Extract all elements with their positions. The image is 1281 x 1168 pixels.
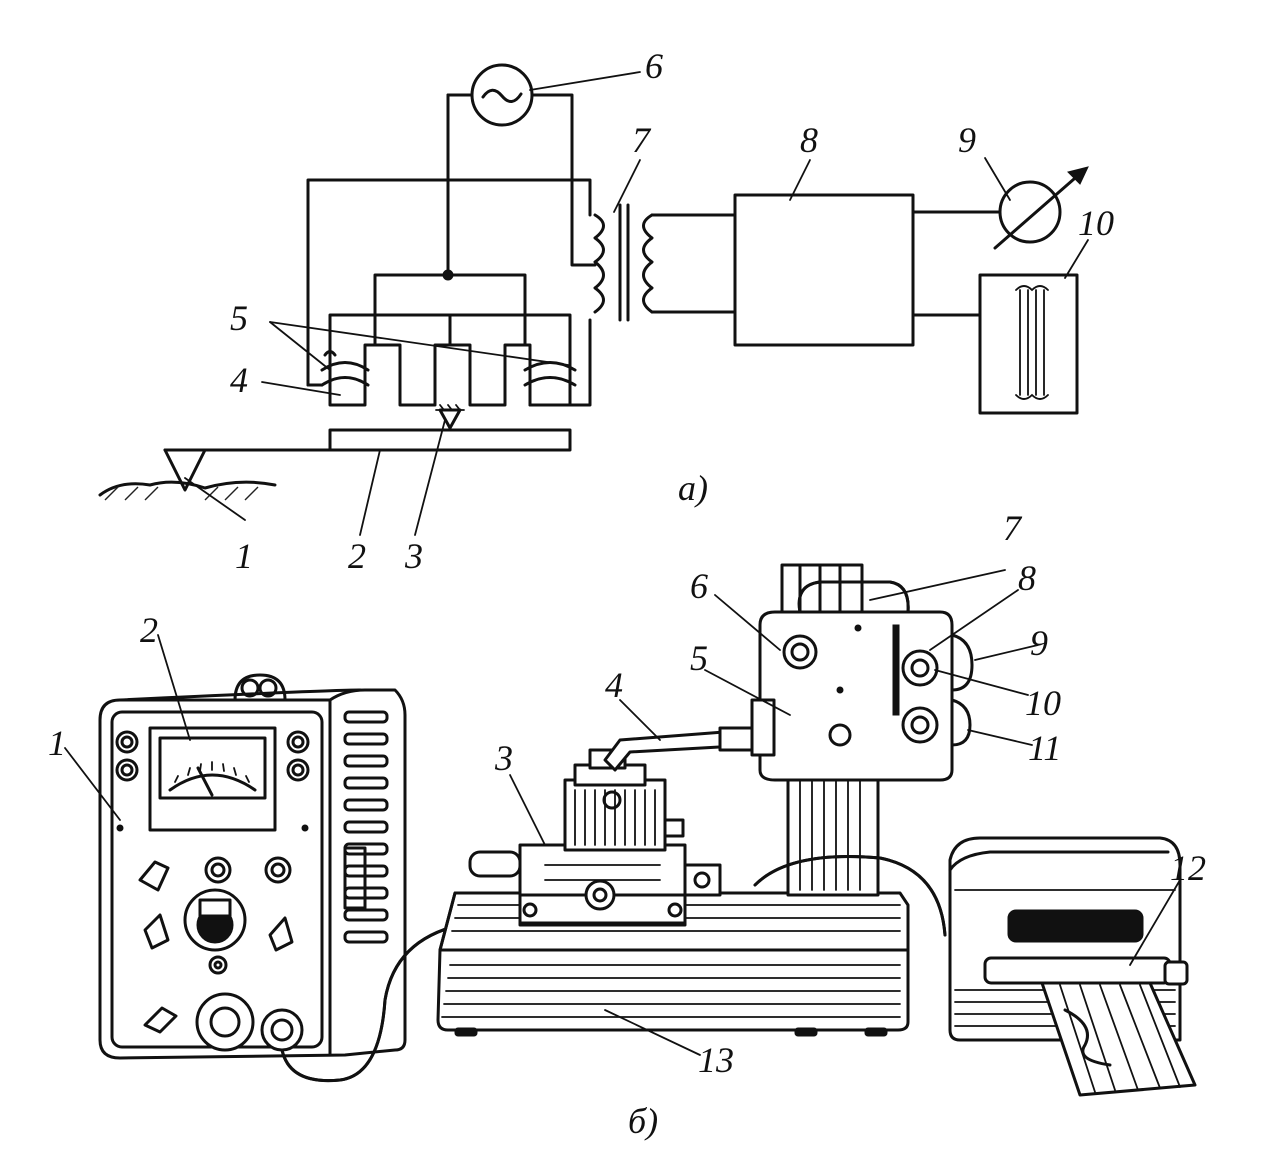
label-b-1: 1 (48, 723, 66, 763)
instrument-b: 1 2 3 4 5 6 7 8 9 10 11 12 13 б) (48, 508, 1206, 1141)
label-b-12: 12 (1170, 848, 1206, 888)
label-b-13: 13 (698, 1040, 734, 1080)
label-a-9: 9 (958, 120, 976, 160)
bridge-wiring (306, 93, 597, 407)
label-a-10: 10 (1078, 203, 1114, 243)
amplifier-block (733, 193, 915, 347)
base-stand (436, 891, 910, 1037)
leaders-b (64, 569, 1181, 1056)
label-a-1: 1 (235, 536, 253, 576)
recorder-block (978, 273, 1079, 415)
label-b-10: 10 (1025, 683, 1061, 723)
ac-generator (470, 63, 534, 127)
caption-b: б) (628, 1101, 658, 1141)
armature-plate (328, 428, 572, 452)
label-b-5: 5 (690, 638, 708, 678)
schematic-a: 6 7 8 9 10 5 4 1 2 3 а) (98, 46, 1114, 576)
caption-a: а) (678, 468, 708, 508)
label-b-6: 6 (690, 566, 708, 606)
label-a-5: 5 (230, 298, 248, 338)
leaders-a (184, 71, 1089, 536)
label-b-8: 8 (1018, 558, 1036, 598)
label-a-2: 2 (348, 536, 366, 576)
label-a-8: 8 (800, 120, 818, 160)
label-b-2: 2 (140, 610, 158, 650)
indicator-meter (993, 166, 1089, 250)
transformer (570, 178, 737, 322)
label-a-7: 7 (632, 120, 652, 160)
column (780, 563, 880, 897)
label-b-9: 9 (1030, 623, 1048, 663)
pivot-support (435, 404, 465, 430)
pickup-head (750, 580, 974, 782)
label-b-7: 7 (1003, 508, 1023, 548)
coil-right (523, 361, 577, 387)
label-a-3: 3 (404, 536, 423, 576)
label-a-6: 6 (645, 46, 663, 86)
measuring-table (468, 748, 722, 927)
label-a-4: 4 (230, 360, 248, 400)
electronic-unit (98, 673, 407, 1060)
label-b-4: 4 (605, 665, 623, 705)
label-b-11: 11 (1028, 728, 1061, 768)
label-b-3: 3 (494, 738, 513, 778)
chart-recorder (948, 836, 1197, 1097)
